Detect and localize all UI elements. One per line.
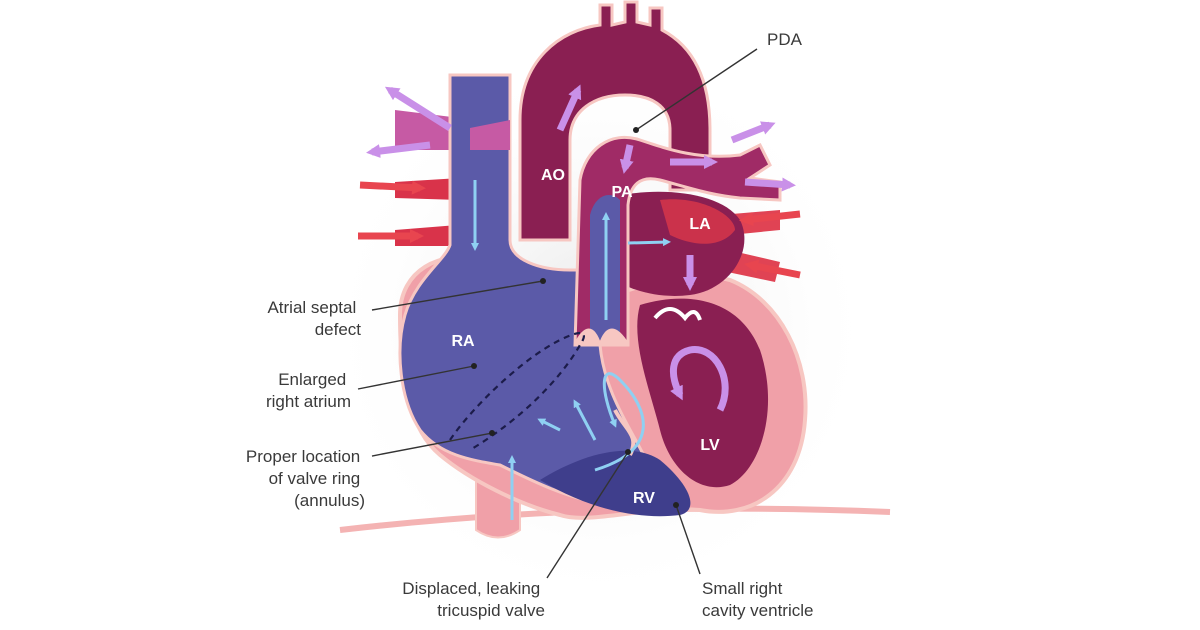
callout-displaced-valve-line1: Displaced, leaking <box>402 579 540 598</box>
leader-enlarged-ra <box>357 365 475 390</box>
callout-atrial-septal-defect: Atrial septal defect <box>267 298 361 339</box>
callout-enlarged-ra-line1: Enlarged <box>278 370 346 389</box>
label-ao: AO <box>541 167 565 184</box>
callout-pda: PDA <box>767 30 803 49</box>
left-atrium-highlight <box>660 199 735 244</box>
leader-dot-pda <box>633 127 639 133</box>
proper-annulus-ring <box>449 332 585 451</box>
label-rv: RV <box>633 490 655 507</box>
callout-proper-valve-line2: of valve ring <box>269 469 361 488</box>
leader-dot-small-rv <box>673 502 679 508</box>
flow-arrows-purple <box>366 84 796 412</box>
mitral-valve <box>653 307 702 322</box>
label-lv: LV <box>700 437 720 454</box>
leader-asd <box>371 280 544 311</box>
callout-enlarged-right-atrium: Enlarged right atrium <box>266 370 351 411</box>
callout-asd-line2: defect <box>315 320 362 339</box>
callout-asd-line1: Atrial septal <box>267 298 356 317</box>
leader-dot-proper-valve <box>489 430 495 436</box>
label-la: LA <box>689 216 711 233</box>
callout-displaced-tricuspid-valve: Displaced, leaking tricuspid valve <box>402 579 545 620</box>
aortic-arch <box>518 0 712 242</box>
pulmonary-valve <box>573 328 630 350</box>
callout-small-rv-line2: cavity ventricle <box>702 601 813 620</box>
leader-dot-enlarged-ra <box>471 363 477 369</box>
label-pa: PA <box>611 184 632 201</box>
leader-pda <box>635 48 758 131</box>
leader-proper-valve <box>371 432 493 457</box>
flow-arrows-blue <box>471 180 671 520</box>
callout-small-rv-line1: Small right <box>702 579 783 598</box>
callout-displaced-valve-line2: tricuspid valve <box>437 601 545 620</box>
leader-dot-asd <box>540 278 546 284</box>
flow-arrows-red <box>358 180 801 279</box>
callout-proper-valve-location: Proper location of valve ring (annulus) <box>246 447 365 510</box>
leader-displaced-valve <box>546 451 629 579</box>
label-ra: RA <box>451 333 475 350</box>
left-pulmonary-branch <box>470 120 510 150</box>
pulmonary-artery <box>573 135 782 347</box>
leader-small-rv <box>675 504 701 575</box>
leader-dot-displaced-valve <box>625 449 631 455</box>
callout-proper-valve-line1: Proper location <box>246 447 360 466</box>
right-ventricle <box>540 450 691 517</box>
left-ventricle <box>637 298 769 488</box>
callout-small-right-ventricle: Small right cavity ventricle <box>702 579 813 620</box>
leader-lines <box>357 48 758 579</box>
callout-enlarged-ra-line2: right atrium <box>266 392 351 411</box>
callout-proper-valve-line3: (annulus) <box>294 491 365 510</box>
